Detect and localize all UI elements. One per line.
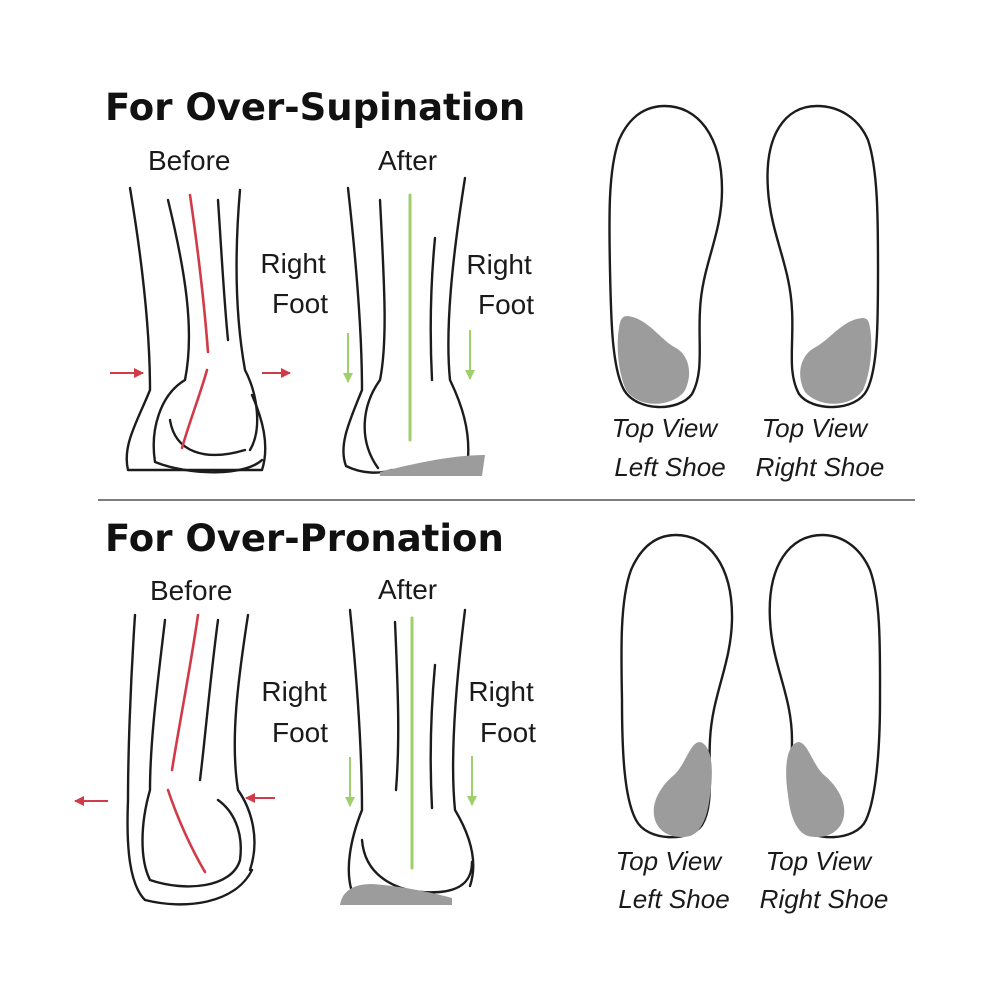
pronation-right-shoe-caption: Top View Right Shoe xyxy=(760,846,889,914)
pronation-after-foot-label: Right Foot xyxy=(468,676,541,748)
pronation-after-foot: After Right Foot xyxy=(340,574,541,905)
pronation-before-foot: Before Right Foot xyxy=(74,575,334,906)
leg-outline-outer-left xyxy=(125,186,267,472)
supination-title: For Over-Supination xyxy=(105,86,525,129)
pronation-section: For Over-Pronation Before Right Foot Aft… xyxy=(74,517,889,914)
supination-section: For Over-Supination Before Right Foot Af… xyxy=(105,86,884,482)
supination-after-label: After xyxy=(378,145,437,176)
leg-outline-right xyxy=(451,608,475,888)
tendon-line xyxy=(393,620,400,792)
heel-outline xyxy=(360,838,474,894)
leg-outline-outer-left xyxy=(342,186,394,474)
pronation-left-shoe-caption: Top View Left Shoe xyxy=(616,846,730,914)
leg-outline-right xyxy=(233,613,256,872)
leg-outline-inner-left xyxy=(152,198,264,474)
heel-outline xyxy=(168,418,247,457)
supination-left-shoe-caption: Top View Left Shoe xyxy=(612,413,726,482)
tendon-line xyxy=(429,236,437,382)
pronation-before-foot-label: Right Foot xyxy=(261,676,334,748)
pronation-title: For Over-Pronation xyxy=(105,517,504,560)
leg-outline-right xyxy=(235,188,259,452)
supination-right-shoe-caption: Top View Right Shoe xyxy=(756,413,885,482)
leg-outline-outer-left xyxy=(347,608,364,894)
supination-after-foot-label: Right Foot xyxy=(466,249,539,320)
tendon-line xyxy=(216,198,230,342)
supination-before-foot-label: Right Foot xyxy=(260,248,333,319)
right-shoe-arch-pad xyxy=(786,742,845,838)
supination-left-insole: Top View Left Shoe xyxy=(608,104,726,482)
tendon-line xyxy=(429,663,437,810)
pronation-after-label: After xyxy=(378,574,437,605)
arch-wedge-insert xyxy=(340,884,452,905)
pronation-right-insole: Top View Right Shoe xyxy=(760,533,889,914)
leg-outline-outer-left xyxy=(126,613,254,906)
left-shoe-heel-pad xyxy=(617,316,690,404)
pronation-before-label: Before xyxy=(150,575,233,606)
alignment-line-lower xyxy=(180,368,209,450)
alignment-line-upper xyxy=(170,613,200,772)
leg-outline-inner-left xyxy=(141,618,242,888)
right-shoe-heel-pad xyxy=(800,318,872,404)
alignment-line-lower xyxy=(166,788,207,874)
heel-wedge-insert xyxy=(380,455,485,476)
supination-after-foot: After Right Foot xyxy=(342,145,539,476)
supination-right-insole: Top View Right Shoe xyxy=(756,104,885,482)
supination-before-foot: Before Right Foot xyxy=(110,145,333,474)
leg-outline-inner xyxy=(363,198,386,470)
pronation-left-insole: Top View Left Shoe xyxy=(616,533,734,914)
supination-before-label: Before xyxy=(148,145,231,176)
tendon-line xyxy=(198,618,220,782)
leg-outline-right xyxy=(447,176,470,460)
alignment-line-upper xyxy=(188,193,210,354)
left-shoe-arch-pad xyxy=(653,742,712,838)
